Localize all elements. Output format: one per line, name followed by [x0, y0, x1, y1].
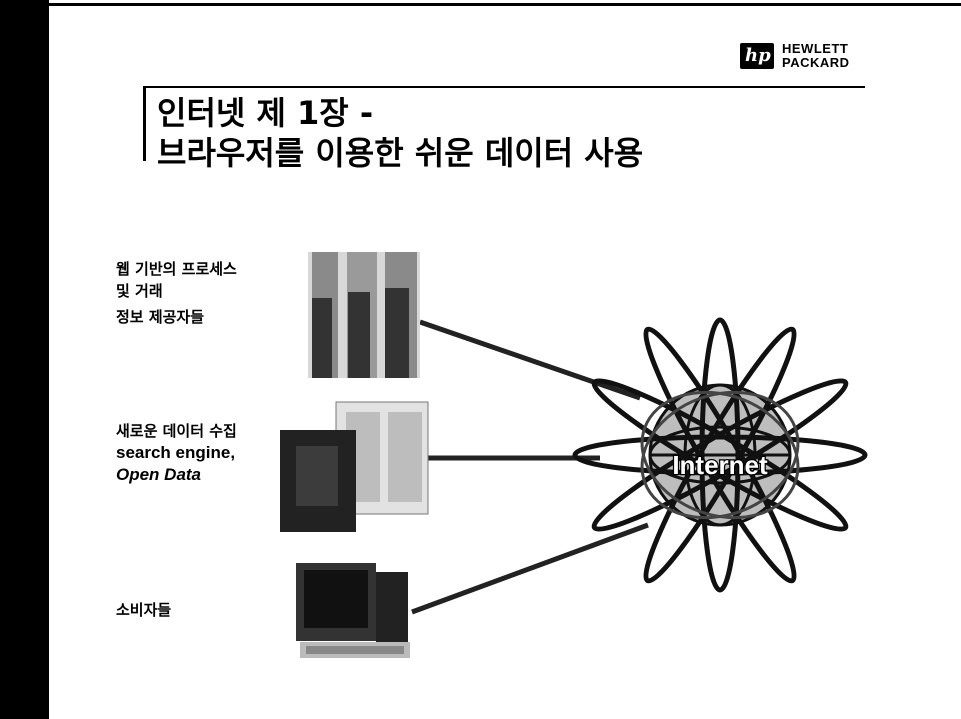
desktop-computer-icon	[296, 563, 410, 658]
collector-label-line3: Open Data	[116, 465, 202, 484]
hp-logo: hp HEWLETT PACKARD	[740, 40, 880, 80]
server-tower-icon	[308, 252, 420, 378]
slide-top-border	[49, 3, 961, 6]
provider-label-line3: 정보 제공자들	[116, 308, 205, 326]
provider-label-line2: 및 거래	[116, 282, 163, 300]
provider-label-line1: 웹 기반의 프로세스	[116, 260, 237, 278]
hp-logo-mark: hp	[740, 43, 774, 69]
internet-label: Internet	[672, 450, 768, 480]
collector-label-line1: 새로운 데이터 수집	[116, 422, 237, 440]
hp-logo-line2: PACKARD	[782, 55, 850, 70]
consumer-label: 소비자들	[116, 599, 171, 621]
consumer-label-line1: 소비자들	[116, 601, 172, 619]
slide-left-bar	[0, 0, 49, 719]
slide-title-line2: 브라우저를 이용한 쉬운 데이터 사용	[157, 134, 644, 172]
title-bracket	[143, 86, 146, 161]
collector-label: 새로운 데이터 수집 search engine, Open Data	[116, 420, 237, 486]
provider-label: 웹 기반의 프로세스 및 거래 정보 제공자들	[116, 258, 237, 328]
hp-logo-line1: HEWLETT	[782, 41, 849, 56]
internet-globe-icon: Internet	[572, 317, 868, 593]
slide-title-line1: 인터넷 제 1장 -	[157, 94, 374, 132]
collector-label-line2: search engine,	[116, 443, 236, 462]
connector-providers	[419, 319, 641, 401]
connector-consumers	[411, 522, 649, 615]
title-rule	[143, 86, 865, 88]
server-rack-icon	[280, 401, 429, 532]
